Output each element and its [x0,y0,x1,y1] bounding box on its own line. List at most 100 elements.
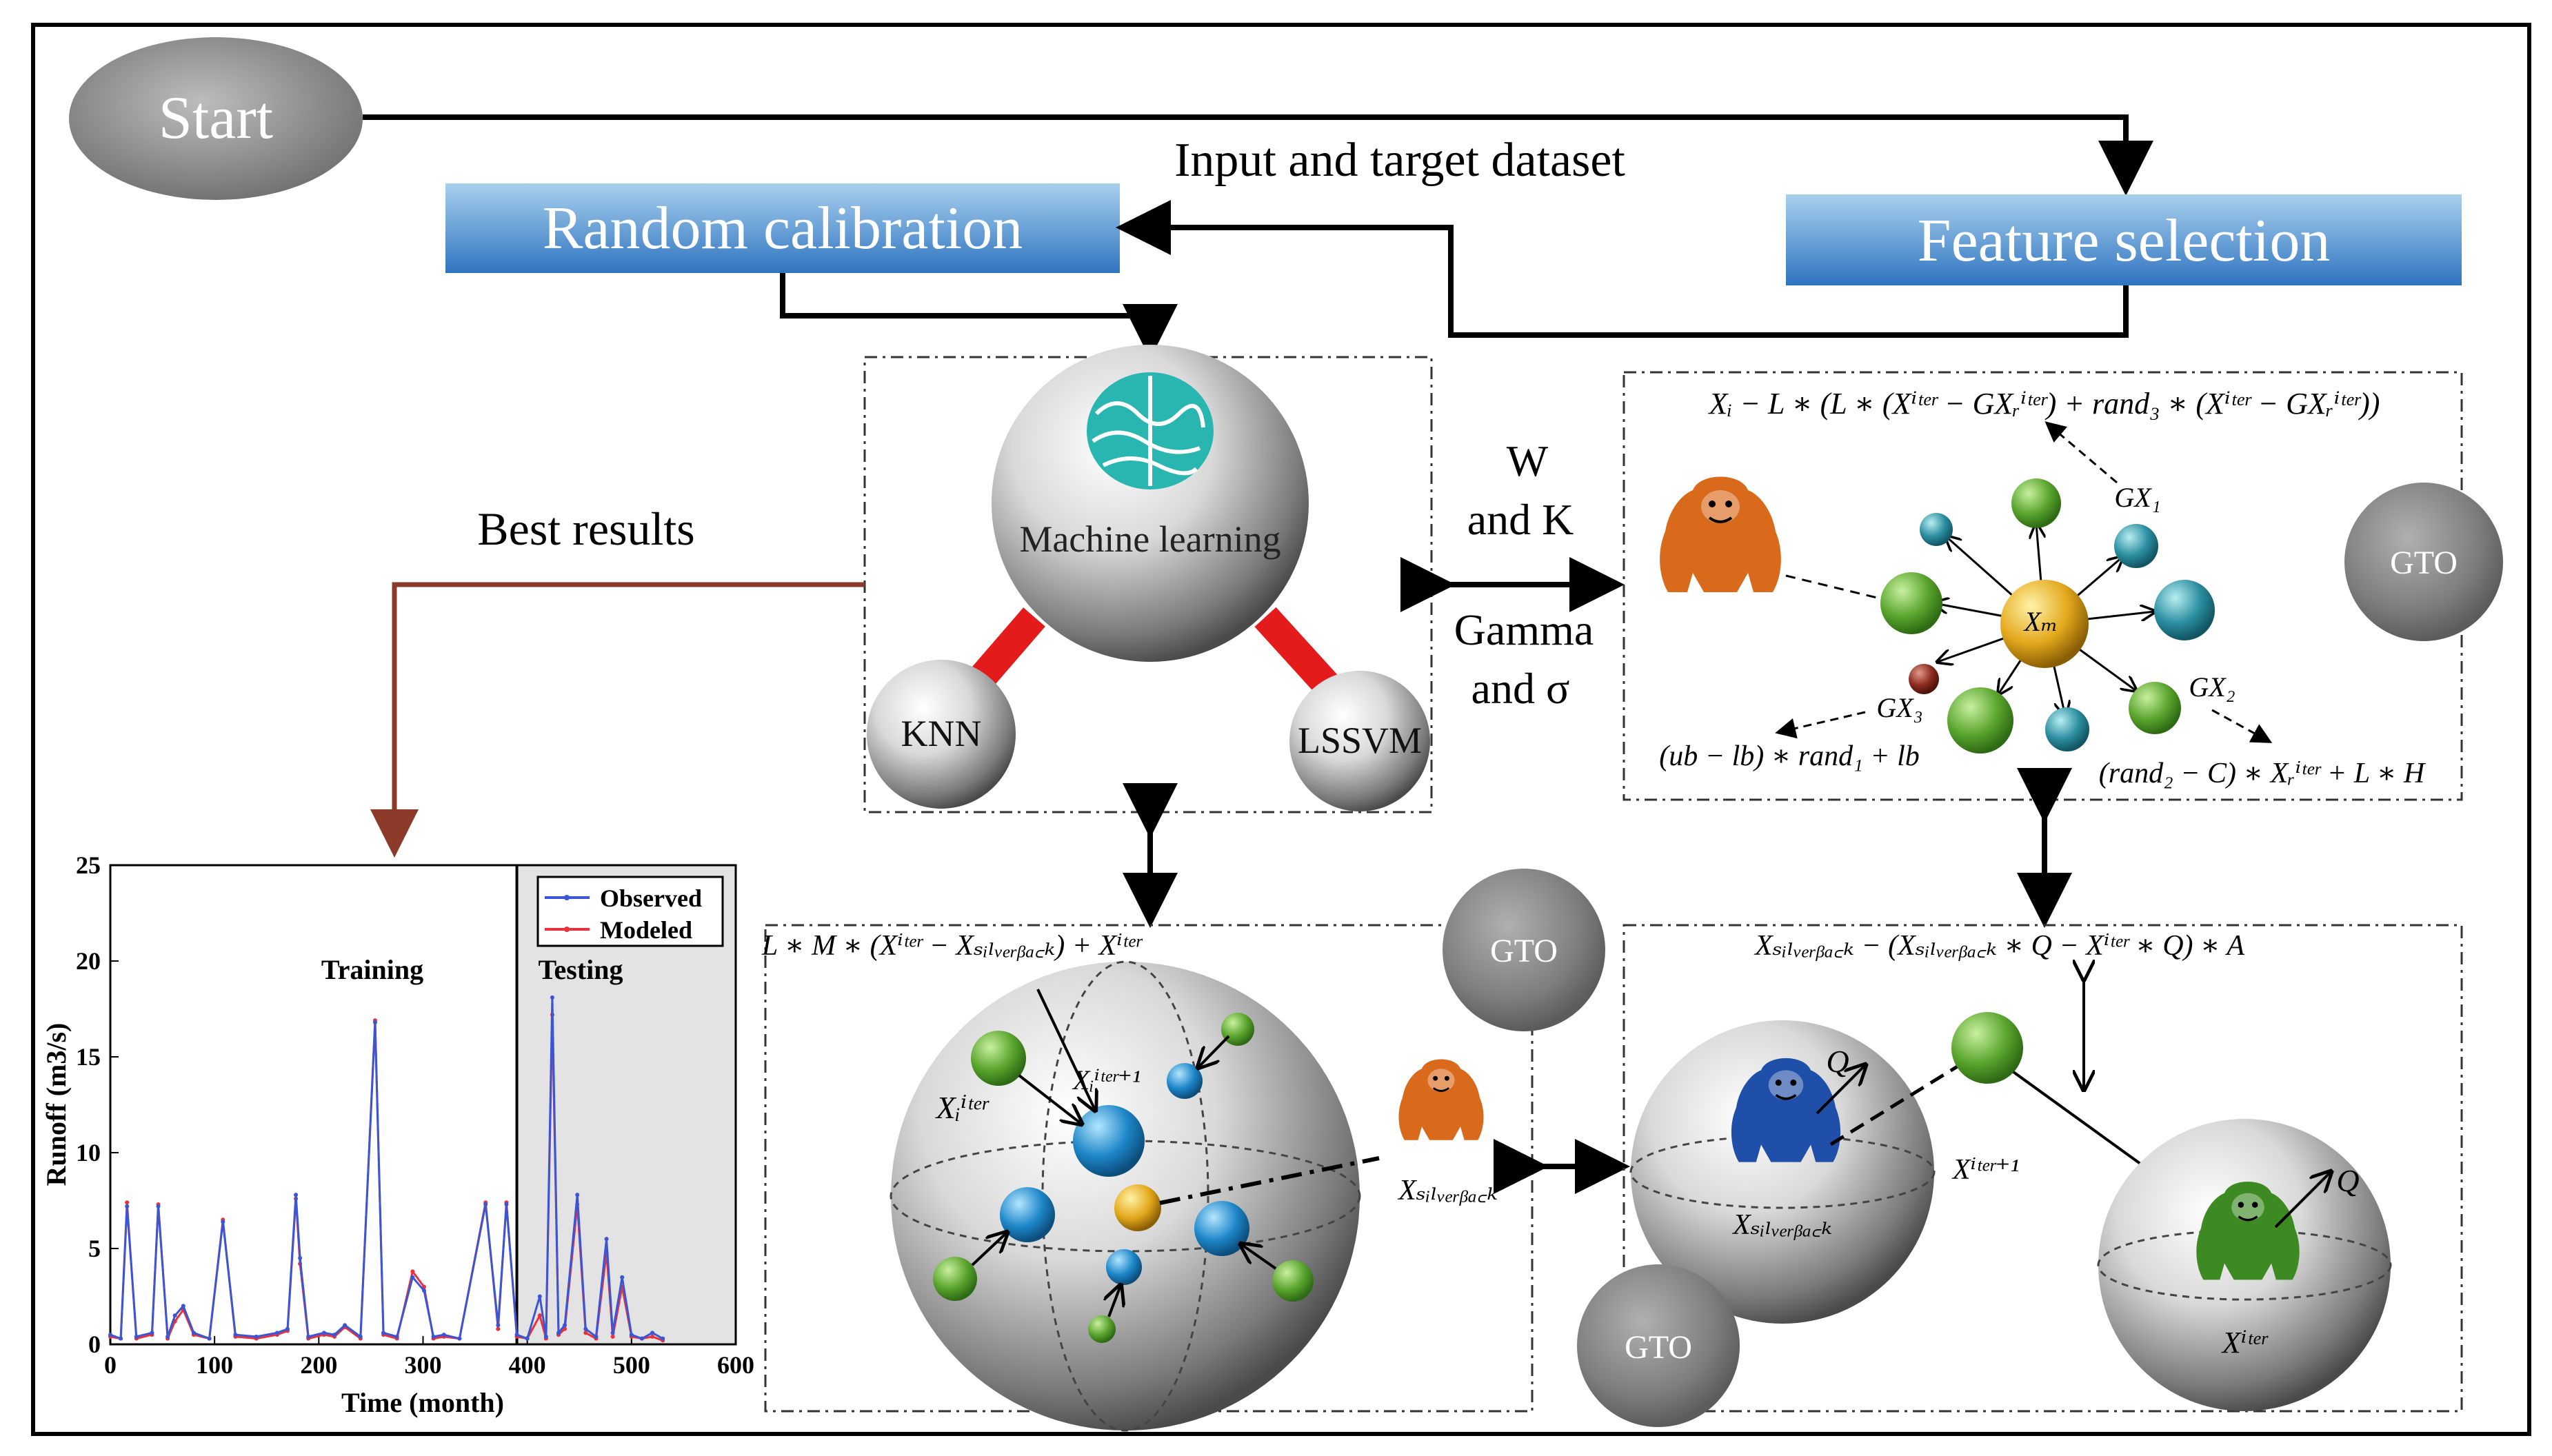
observed-point [298,1255,303,1260]
gx3-dashed-arrow [1775,711,1866,739]
observed-point [431,1334,436,1339]
x-tick-label: 400 [509,1351,546,1379]
observed-point [233,1333,238,1337]
observed-point [372,1020,377,1024]
silverback-to-green-dashed [1829,1060,1967,1146]
observed-point [594,1334,599,1339]
left-ball-blue-center [1073,1105,1145,1177]
observed-point [514,1333,519,1337]
modeled-point [583,1331,588,1335]
observed-point [306,1334,311,1339]
ball-teal-upper-right [2114,524,2158,568]
random-to-ml-arrow [780,273,1178,359]
observed-point [150,1331,154,1335]
observed-point [556,1331,561,1335]
observed-point [537,1294,542,1299]
ball-maroon-left [1909,664,1939,694]
legend-observed-label: Observed [600,884,702,912]
observed-point [172,1313,177,1318]
brain-icon [1087,372,1214,489]
start-ellipse [69,37,363,200]
gto-badge-bottom: GTO [1577,1264,1740,1427]
ml-sphere [992,345,1309,662]
observed-point [583,1326,588,1331]
random-calibration-rect [445,183,1120,273]
gorilla-dashed-link [1785,574,1900,605]
x-tick-label: 0 [104,1351,117,1379]
legend-box [536,876,724,947]
silverback-sphere [1631,1020,1934,1324]
red-link-right [1254,607,1345,703]
observed-point [483,1202,488,1207]
observed-point [321,1331,326,1335]
x-tick-label: 600 [717,1351,754,1379]
q-label-silverback: Q [1826,1044,1849,1079]
left-ball-green-bottom [1088,1315,1116,1343]
ball-green-bottom [1947,687,2013,754]
gto-badge-2-circle [1443,869,1605,1031]
left-ball-blue-small [1167,1063,1203,1099]
lssvm-label: LSSVM [1298,720,1422,761]
observed-point [639,1336,644,1341]
gto-badge-3-label: GTO [1625,1329,1692,1366]
gorilla-orange-small-icon [1398,1058,1485,1142]
knn-sphere [867,660,1016,809]
gto-right-panel: Xₛᵢₗᵥₑᵣᵦₐ꜀ₖ − (Xₛᵢₗᵥₑᵣᵦₐ꜀ₖ ∗ Q − Xⁱᵗᵉʳ ∗… [1622,924,2463,1413]
modeled-point [650,1334,655,1339]
right-green-ball [1951,1012,2023,1084]
bottom-right-equation: (rand₂ − C) ∗ Xᵣⁱᵗᵉʳ + L ∗ H [2099,758,2427,789]
observed-point [543,1334,548,1339]
x-tick-label: 200 [300,1351,337,1379]
observed-point [550,995,554,1000]
observed-point [274,1331,279,1335]
observed-point [156,1204,161,1209]
left-ball-green-bottom-right [1272,1260,1314,1302]
left-ball-blue-bottom [1106,1249,1142,1285]
observed-point [575,1193,580,1197]
observed-point [650,1331,655,1335]
ball-gold-center [2000,580,2089,668]
start-to-feature-arrow [363,114,2153,196]
observed-point [410,1275,415,1280]
y-tick-label: 5 [88,1235,101,1262]
observed-point [422,1288,427,1293]
x-tick-label: 100 [196,1351,233,1379]
q-label-xiter: Q [2336,1163,2359,1198]
observed-point [134,1334,139,1339]
observed-point [343,1323,348,1328]
observed-point [285,1326,290,1331]
x-silverback-right-label: Xₛᵢₗᵥₑᵣᵦₐ꜀ₖ [1731,1209,1832,1241]
observed-point [191,1331,196,1335]
w-label: W [1507,436,1549,485]
feature-selection-rect [1786,194,2462,285]
gto-left-panel: L ∗ M ∗ (Xⁱᵗᵉʳ − Xₛᵢₗᵥₑᵣᵦₐ꜀ₖ) + Xⁱᵗᵉʳ Xᵢ… [761,924,1534,1432]
observed-point [504,1202,509,1207]
observed-point [358,1334,363,1339]
lssvm-sphere [1289,671,1430,811]
ball-teal-bottom [2045,707,2089,751]
silverback-dashdot-line [1159,1156,1380,1205]
left-ball-green-top [1221,1013,1254,1046]
legend-modeled-label: Modeled [600,916,692,944]
left-ball-gold [1114,1184,1161,1231]
gx2-label: GX₂ [2189,671,2235,702]
ml-panel: Machine learning KNN LSSVM [863,345,1433,813]
observed-point [525,1336,530,1341]
legend-observed-marker [564,895,570,900]
modeled-point [496,1326,501,1331]
observed-point [661,1336,665,1341]
observed-point [119,1336,123,1341]
xiter-sphere-equator [2097,1229,2392,1301]
observed-point [181,1304,185,1308]
chart-testing-label: Testing [538,954,623,985]
x-tick-label: 500 [613,1351,650,1379]
chart-legend: Observed Modeled [536,876,724,947]
feature-to-random-arrow [1116,200,2129,338]
knn-label: KNN [901,713,982,754]
start-label: Start [159,85,273,152]
y-tick-label: 10 [76,1139,101,1166]
gto-right-border [1622,924,2463,1413]
ball-teal-upper-left [1920,513,1953,546]
